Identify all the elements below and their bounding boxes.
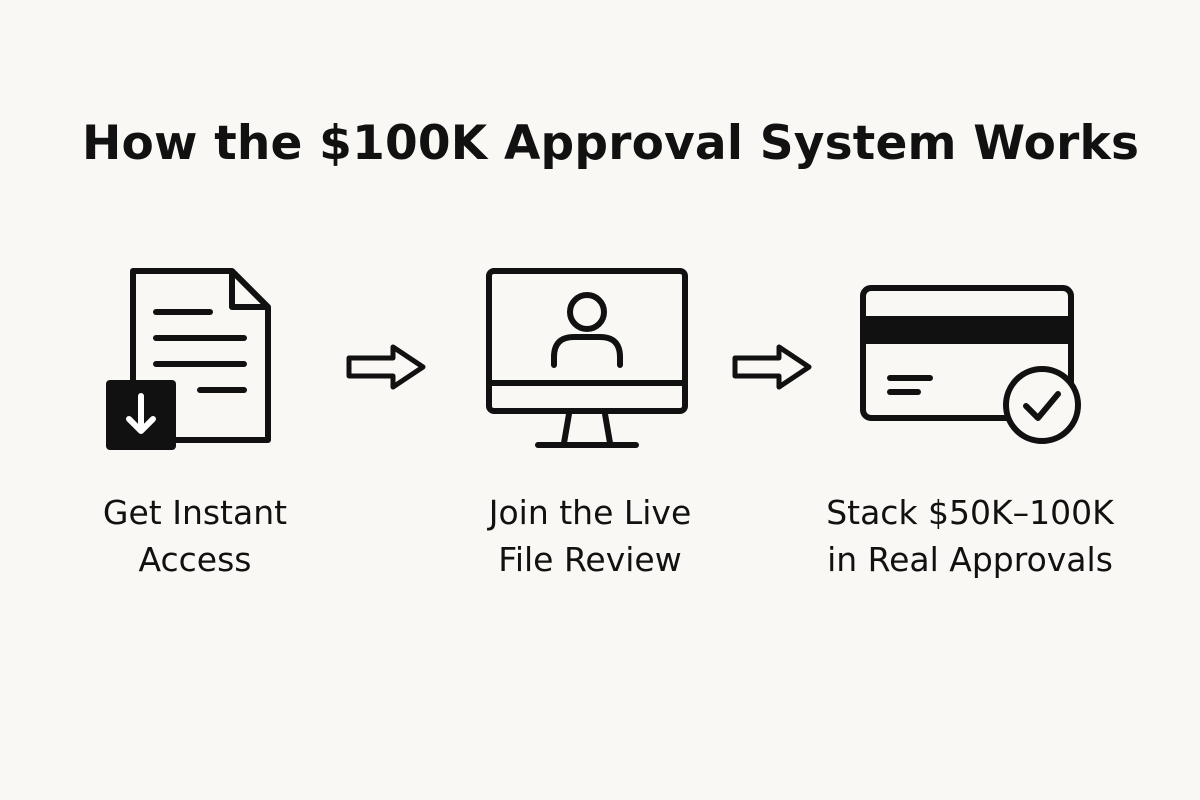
step-label-join-live-file-review: Join the Live File Review bbox=[488, 493, 692, 579]
monitor-user-icon bbox=[486, 268, 688, 448]
arrow-right-icon bbox=[732, 344, 812, 390]
step-label-get-instant-access: Get Instant Access bbox=[102, 493, 288, 579]
step-label-stack-approvals: Stack $50K–100K in Real Approvals bbox=[826, 493, 1114, 579]
arrow-right-icon bbox=[346, 344, 426, 390]
page-title: How the $100K Approval System Works bbox=[82, 116, 1140, 171]
document-download-icon bbox=[106, 268, 271, 450]
credit-card-check-icon bbox=[860, 285, 1081, 444]
